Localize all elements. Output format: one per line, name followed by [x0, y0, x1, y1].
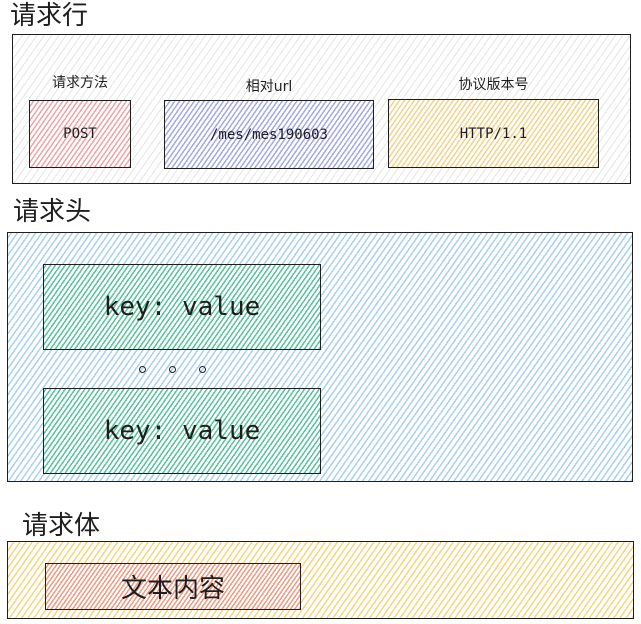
body-content-box: 文本内容 [45, 563, 301, 610]
request-line-title: 请求行 [10, 1, 89, 31]
url-value: /mes/mes190603 [209, 126, 328, 143]
ellipsis-dot [169, 365, 176, 373]
body-content-text: 文本内容 [120, 574, 225, 604]
request-header-title: 请求头 [13, 197, 92, 227]
ellipsis-dot [199, 365, 206, 373]
method-box: POST [29, 100, 131, 168]
method-label: 请求方法 [52, 75, 108, 91]
header-entry-text: key: value [103, 292, 261, 322]
request-body-title: 请求体 [22, 511, 101, 541]
url-box: /mes/mes190603 [164, 100, 374, 169]
header-entry: key: value [43, 264, 321, 350]
method-value: POST [63, 126, 97, 142]
ellipsis [139, 364, 206, 374]
header-entry: key: value [43, 388, 321, 474]
url-label: 相对url [245, 79, 293, 95]
ellipsis-dot [139, 365, 146, 373]
version-value: HTTP/1.1 [459, 125, 528, 142]
version-label: 协议版本号 [458, 77, 529, 93]
header-entry-text: key: value [103, 416, 261, 446]
version-box: HTTP/1.1 [388, 99, 599, 168]
